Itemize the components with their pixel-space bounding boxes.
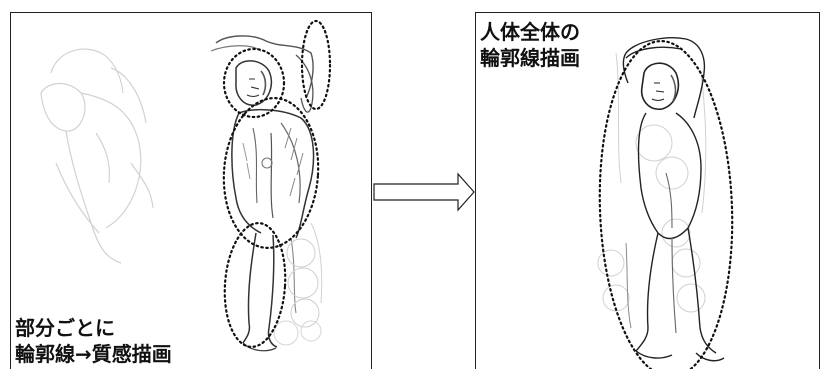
- right-illustration: [597, 37, 734, 369]
- right-arrow-icon: [373, 172, 475, 212]
- left-illustration: [40, 19, 332, 352]
- left-caption: 部分ごとに 輪郭線→質感描画: [15, 315, 172, 367]
- main-sketch-figure: [210, 35, 323, 352]
- left-caption-line2: 輪郭線→質感描画: [15, 342, 172, 366]
- right-panel: 人体全体の 輪郭線描画: [475, 12, 820, 369]
- head-region-outline: [222, 47, 286, 119]
- right-caption: 人体全体の 輪郭線描画: [480, 19, 580, 71]
- leg-region-outline: [223, 222, 287, 348]
- torso-region-outline: [222, 97, 320, 249]
- left-caption-line1: 部分ごとに: [15, 316, 115, 340]
- right-caption-line2: 輪郭線描画: [480, 46, 580, 70]
- full-body-outline: [598, 39, 734, 369]
- right-caption-line1: 人体全体の: [480, 20, 580, 44]
- left-panel: 部分ごとに 輪郭線→質感描画: [10, 12, 372, 369]
- figure-outline: [622, 37, 725, 362]
- arm-region-outline: [300, 19, 332, 111]
- region-outlines: [222, 19, 332, 348]
- faint-sketch-figure: [40, 48, 154, 264]
